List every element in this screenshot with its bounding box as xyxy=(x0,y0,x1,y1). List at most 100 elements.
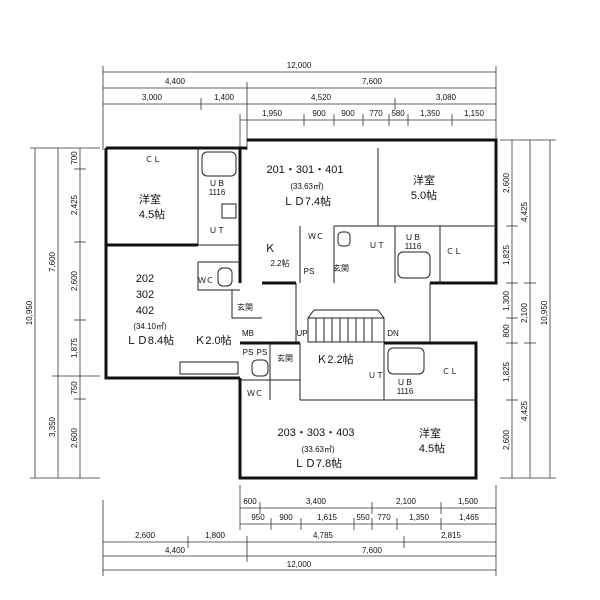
stairs-up-label: UP xyxy=(296,329,307,338)
unit-201-wc: ＷＣ xyxy=(308,232,324,241)
dim-top-row1-a: 4,400 xyxy=(165,77,186,86)
dim-left-inner-b: 2,425 xyxy=(70,194,79,215)
dim-bottom-row2-f: 1,350 xyxy=(409,513,430,522)
top-dimensions: 12,000 4,400 7,600 3,000 1,400 4,520 3,0… xyxy=(102,61,497,150)
unit-201-k: Ｋ xyxy=(265,243,276,255)
unit-201: 201・301・401 (33.63㎡) ＬＤ7.4帖 Ｋ 2.2帖 洋室 5.… xyxy=(265,164,463,276)
unit-202-ub-size: 1116 xyxy=(209,188,226,197)
unit-203-area: (33.63㎡) xyxy=(301,445,335,454)
dim-left-outer-a: 7,600 xyxy=(48,251,57,272)
dim-right-inner-a: 2,600 xyxy=(502,172,511,193)
unit-203-genkan: 玄関 xyxy=(277,353,293,363)
dim-right-outer-b: 2,100 xyxy=(520,302,529,323)
dim-top-total: 12,000 xyxy=(287,61,312,70)
unit-202-ut: ＵＴ xyxy=(209,226,225,235)
left-dimensions: 10,950 7,600 3,350 700 2,425 2,600 1,875… xyxy=(25,147,100,479)
unit-202-ub: ＵＢ xyxy=(209,179,225,188)
dim-bottom-row2-a: 950 xyxy=(251,513,265,522)
dim-bottom-row3-a: 2,600 xyxy=(135,531,156,540)
unit-201-ub: ＵＢ xyxy=(405,233,421,242)
unit-201-cl: ＣＬ xyxy=(446,247,462,256)
unit-203-ut: ＵＴ xyxy=(368,371,384,380)
dim-top-row3-f: 1,350 xyxy=(420,109,441,118)
dim-left-outer-b: 3,350 xyxy=(48,416,57,437)
unit-202-ps: PS xyxy=(243,348,254,357)
unit-203-western-size: 4.5帖 xyxy=(419,442,445,455)
unit-203-western: 洋室 xyxy=(419,426,441,440)
bottom-dimensions: 600 3,400 2,100 1,500 950 900 1,615 550 … xyxy=(102,485,497,576)
unit-203-ld: ＬＤ7.8帖 xyxy=(294,457,342,470)
dim-right-inner-f: 2,600 xyxy=(502,429,511,450)
unit-203-ps: PS xyxy=(257,348,268,357)
unit-202-area: (34.10㎡) xyxy=(133,322,167,331)
dim-top-row2-c: 4,520 xyxy=(311,93,332,102)
unit-202-western: 洋室 xyxy=(139,192,161,206)
staircase xyxy=(307,309,385,343)
outer-walls xyxy=(104,138,498,480)
dim-left-inner-c: 2,600 xyxy=(70,270,79,291)
dim-left-total: 10,950 xyxy=(25,300,34,325)
unit-202-western-size: 4.5帖 xyxy=(139,208,165,221)
unit-202: 洋室 4.5帖 ＣＬ ＵＢ 1116 ＵＴ ＷＣ 202 302 402 (34… xyxy=(126,155,254,357)
unit-202-number-3: 402 xyxy=(136,305,154,317)
dim-bottom-row2-d: 550 xyxy=(356,513,370,522)
unit-202-number-1: 202 xyxy=(136,273,154,285)
dim-bottom-row4-a: 4,400 xyxy=(165,546,186,555)
dim-bottom-row2-g: 1,465 xyxy=(459,513,480,522)
fixtures xyxy=(179,151,431,377)
dim-bottom-row3-b: 1,800 xyxy=(205,531,226,540)
dim-left-inner-d: 1,875 xyxy=(70,337,79,358)
unit-202-mb: MB xyxy=(242,329,254,338)
dim-right-outer-c: 4,425 xyxy=(520,400,529,421)
dim-bottom-row3-d: 2,815 xyxy=(441,531,462,540)
dim-right-total: 10,950 xyxy=(540,300,549,325)
dim-left-inner-a: 700 xyxy=(70,151,79,165)
dim-bottom-row2-c: 1,615 xyxy=(317,513,338,522)
dim-top-row1-b: 7,600 xyxy=(362,77,383,86)
dim-bottom-row4-b: 7,600 xyxy=(362,546,383,555)
unit-202-number-2: 302 xyxy=(136,289,154,301)
unit-202-ld: ＬＤ8.4帖 xyxy=(126,334,174,347)
dim-right-inner-d: 800 xyxy=(502,324,511,338)
dim-top-row3-d: 770 xyxy=(369,109,383,118)
dim-right-inner-e: 1,825 xyxy=(502,361,511,382)
dim-right-inner-b: 1,825 xyxy=(502,244,511,265)
dim-bottom-row2-e: 770 xyxy=(377,513,391,522)
unit-201-ld: ＬＤ7.4帖 xyxy=(283,195,331,208)
unit-201-number: 201・301・401 xyxy=(266,164,343,176)
unit-201-ut: ＵＴ xyxy=(369,241,385,250)
unit-203-wc: ＷＣ xyxy=(247,389,263,398)
unit-203-ub: ＵＢ xyxy=(397,378,413,387)
dim-top-row2-a: 3,000 xyxy=(142,93,163,102)
dim-left-inner-f: 2,600 xyxy=(70,427,79,448)
dim-top-row2-b: 1,400 xyxy=(214,93,235,102)
dim-top-row3-b: 900 xyxy=(312,109,326,118)
dim-top-row3-g: 1,150 xyxy=(464,109,485,118)
dim-bottom-row1-d: 1,500 xyxy=(458,497,479,506)
dim-top-row2-d: 3,080 xyxy=(436,93,457,102)
dim-bottom-row2-b: 900 xyxy=(279,513,293,522)
unit-202-wc: ＷＣ xyxy=(198,276,214,285)
unit-201-ub-size: 1116 xyxy=(405,242,422,251)
dim-left-inner-e: 750 xyxy=(70,381,79,395)
dim-bottom-row3-c: 4,785 xyxy=(313,531,334,540)
unit-201-genkan: 玄関 xyxy=(333,263,349,273)
dim-top-row3-e: 580 xyxy=(391,109,405,118)
dim-bottom-row1-c: 2,100 xyxy=(396,497,417,506)
dim-top-row3-c: 900 xyxy=(341,109,355,118)
unit-202-genkan: 玄関 xyxy=(237,302,253,312)
dim-right-outer-a: 4,425 xyxy=(520,201,529,222)
stairs-dn-label: DN xyxy=(387,329,399,338)
unit-202-kitchen: Ｋ2.0帖 xyxy=(194,334,231,347)
unit-201-ps: PS xyxy=(304,267,315,276)
unit-201-area: (33.63㎡) xyxy=(290,182,324,191)
dim-right-inner-c: 1,300 xyxy=(502,290,511,311)
unit-201-western-size: 5.0帖 xyxy=(411,189,437,202)
unit-201-western: 洋室 xyxy=(413,173,435,187)
unit-203-number: 203・303・403 xyxy=(277,427,354,439)
dim-bottom-total: 12,000 xyxy=(287,560,312,569)
unit-202-cl: ＣＬ xyxy=(145,155,161,164)
unit-203-cl: ＣＬ xyxy=(442,367,458,376)
right-dimensions: 2,600 1,825 1,300 800 1,825 2,600 4,425 … xyxy=(500,139,556,479)
